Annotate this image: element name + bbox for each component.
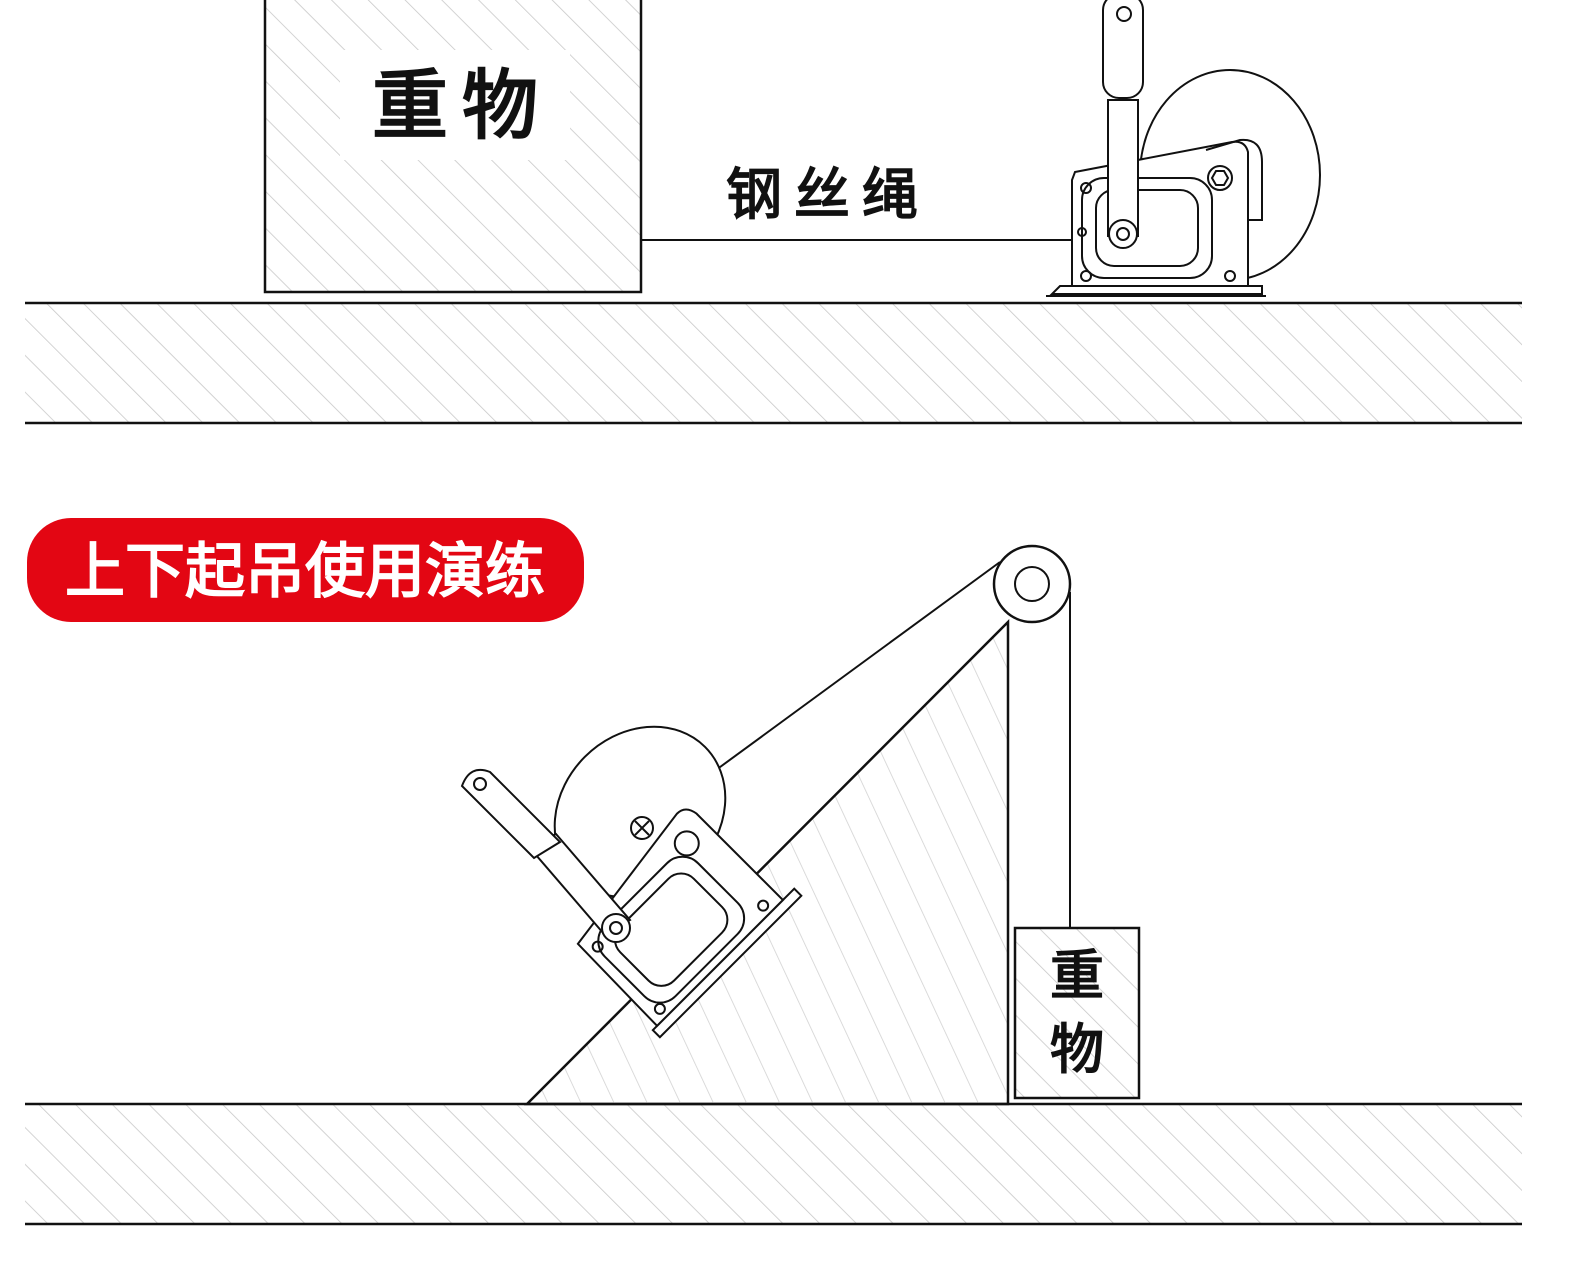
- section-heading-text: 上下起吊使用演练: [65, 537, 545, 607]
- load-box-bottom: 重 物: [1013, 926, 1141, 1100]
- top-diagram: 重物 钢丝绳: [25, 0, 1522, 425]
- bottom-diagram: 重 物: [25, 544, 1522, 1226]
- ground-top: [25, 301, 1522, 425]
- wire-rope-slope: [715, 561, 1001, 771]
- winch-handle-top: [1107, 99, 1139, 237]
- load-label-top: 重物: [372, 61, 552, 150]
- hand-winch-top: [1046, 0, 1321, 297]
- wire-rope-label: 钢丝绳: [726, 163, 930, 228]
- pulley: [992, 544, 1072, 624]
- nut-icon: [1207, 165, 1233, 191]
- load-label-bottom-2: 物: [1050, 1018, 1104, 1081]
- hand-winch-bottom: [460, 725, 803, 1039]
- ground-bottom: [25, 1102, 1522, 1226]
- section-heading-badge: 上下起吊使用演练: [27, 518, 584, 622]
- load-label-bottom-1: 重: [1050, 944, 1104, 1007]
- load-box-top: 重物: [263, 0, 643, 294]
